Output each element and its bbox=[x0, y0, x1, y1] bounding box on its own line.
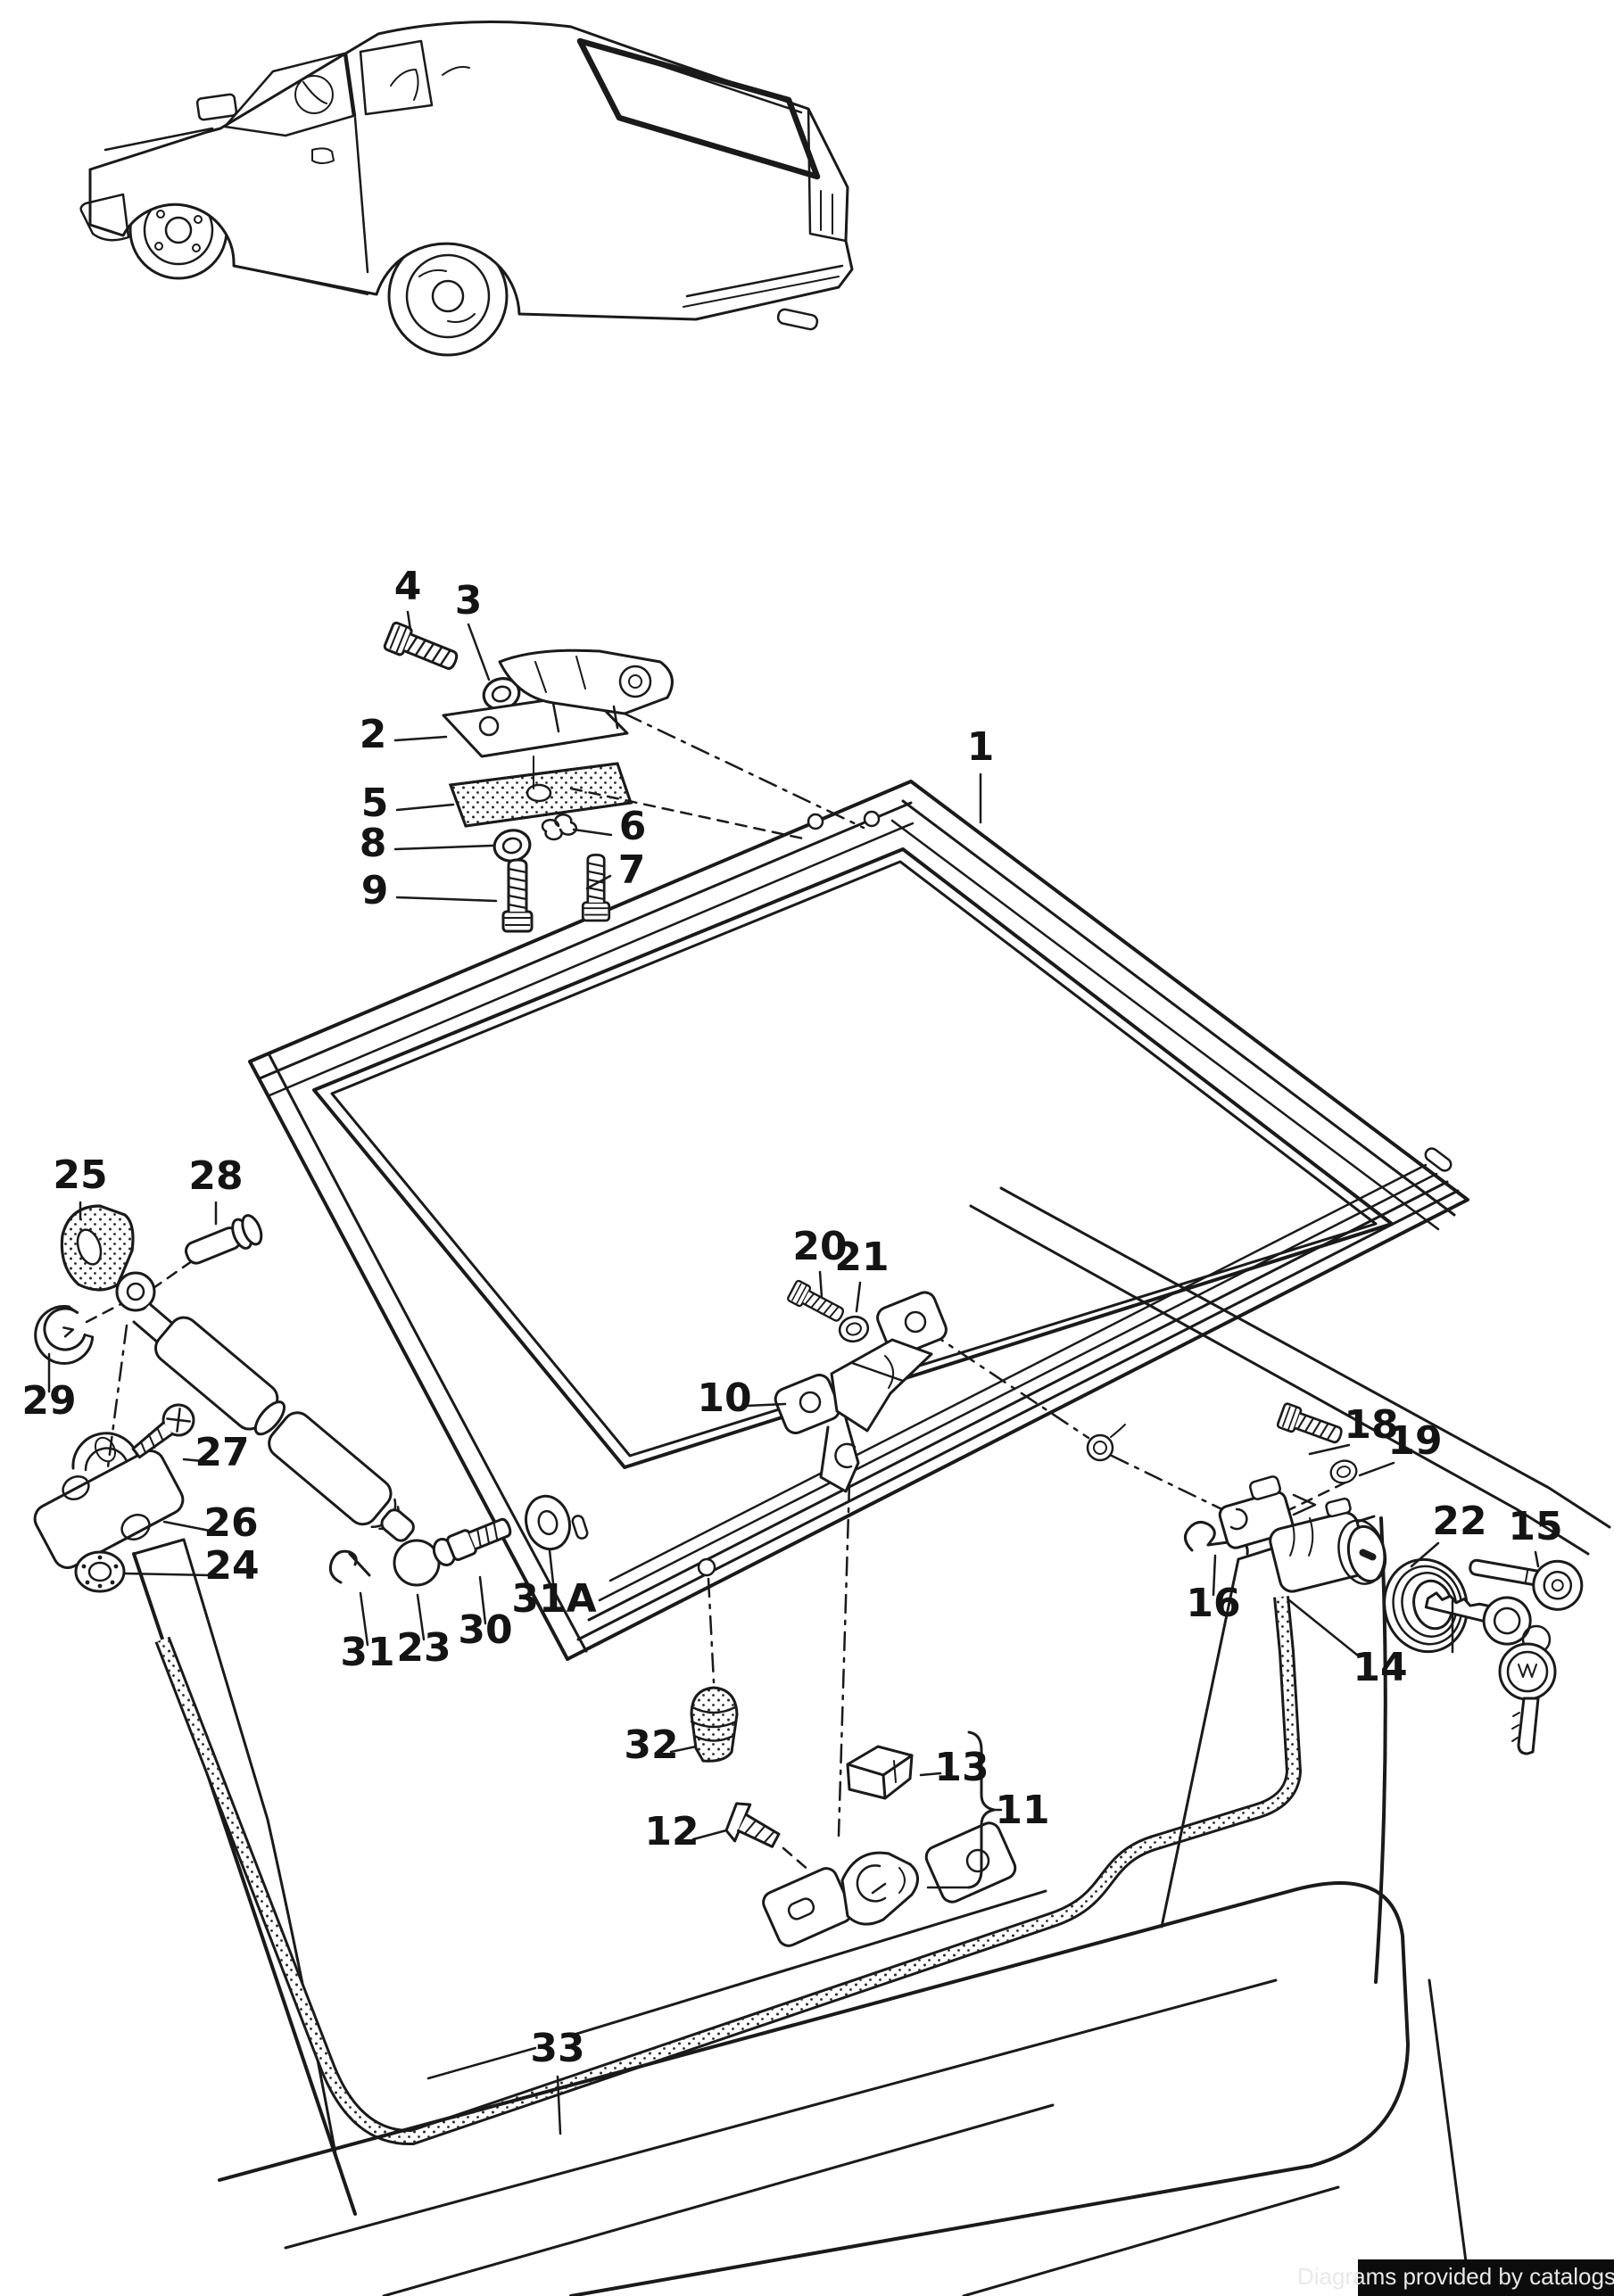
door-handle bbox=[311, 147, 335, 164]
part-callout-32: 32 bbox=[624, 1722, 678, 1768]
striker-wedge-13 bbox=[846, 1745, 914, 1800]
body-striker-hole bbox=[1086, 1424, 1126, 1462]
part-callout-28: 28 bbox=[188, 1153, 243, 1199]
screw-27 bbox=[131, 1403, 195, 1459]
part-callout-18: 18 bbox=[1344, 1402, 1398, 1448]
body-aperture bbox=[132, 1186, 1611, 2296]
part-callout-29: 29 bbox=[21, 1378, 76, 1424]
lock-bolt-18 bbox=[1275, 1401, 1346, 1449]
sail-slot bbox=[571, 1515, 589, 1540]
hinge-pad-5 bbox=[448, 756, 633, 828]
washer-31A bbox=[525, 1494, 571, 1551]
hook-31 bbox=[328, 1549, 371, 1584]
c-clip-29 bbox=[34, 1305, 95, 1365]
latch-10 bbox=[774, 1291, 948, 1493]
leader-lines bbox=[47, 610, 1540, 2135]
buffer-hole bbox=[697, 1557, 716, 1577]
shim-6 bbox=[541, 814, 578, 841]
grommet-24 bbox=[74, 1550, 126, 1593]
hinge-hole-right bbox=[863, 810, 881, 828]
watermark-background bbox=[1358, 2259, 1614, 2296]
part-callout-33: 33 bbox=[530, 2026, 584, 2071]
keys-15 bbox=[1424, 1558, 1584, 1755]
gas-strut-assembly bbox=[33, 1204, 571, 1593]
hinge-2 bbox=[442, 648, 674, 758]
part-callout-26: 26 bbox=[203, 1500, 258, 1546]
tailgate-frame bbox=[248, 780, 1469, 1661]
strut-bracket-26 bbox=[33, 1432, 185, 1569]
part-callout-27: 27 bbox=[195, 1430, 249, 1475]
corner-slot bbox=[1424, 1147, 1453, 1172]
rear-side-window bbox=[359, 39, 434, 116]
part-callout-31: 31 bbox=[340, 1630, 394, 1675]
key-fob bbox=[1498, 1642, 1557, 1755]
socket-screw-30 bbox=[432, 1517, 512, 1567]
lock-cylinder bbox=[1218, 1475, 1387, 1593]
part-callout-25: 25 bbox=[53, 1152, 107, 1198]
part-callout-4: 4 bbox=[394, 564, 422, 609]
exhaust-tip bbox=[776, 308, 819, 331]
watermark-text: Diagrams provided by catalogs parts bbox=[1297, 2263, 1614, 2290]
hinge-assembly bbox=[382, 620, 674, 933]
aperture-seal bbox=[154, 1596, 1303, 2146]
ball-stud-23 bbox=[393, 1539, 441, 1587]
hinge-bolt-4 bbox=[382, 620, 462, 677]
part-callout-8: 8 bbox=[360, 821, 387, 866]
car-body-outline bbox=[88, 21, 854, 321]
lock-washer-19 bbox=[1327, 1457, 1361, 1487]
part-callout-30: 30 bbox=[458, 1607, 512, 1653]
part-callout-14: 14 bbox=[1353, 1645, 1407, 1690]
tail-panel bbox=[807, 107, 849, 243]
latch-screw-20 bbox=[785, 1278, 848, 1327]
part-callout-9: 9 bbox=[361, 868, 389, 913]
lock-assembly bbox=[1184, 1401, 1584, 1755]
part-callout-21: 21 bbox=[834, 1235, 889, 1280]
part-callout-2: 2 bbox=[360, 712, 387, 757]
part-callout-16: 16 bbox=[1186, 1581, 1240, 1626]
front-side-window bbox=[223, 52, 355, 137]
bolt-9 bbox=[501, 858, 534, 933]
part-callout-10: 10 bbox=[697, 1375, 751, 1421]
part-callout-22: 22 bbox=[1432, 1499, 1486, 1544]
gas-strut bbox=[115, 1271, 415, 1542]
car-illustration bbox=[79, 21, 854, 357]
part-callout-6: 6 bbox=[619, 804, 647, 849]
striker-bracket bbox=[762, 1821, 1017, 1947]
latch-assembly bbox=[774, 1278, 948, 1493]
part-callout-11: 11 bbox=[995, 1788, 1049, 1833]
washer-8 bbox=[490, 825, 534, 866]
part-callout-3: 3 bbox=[455, 578, 483, 624]
part-callout-12: 12 bbox=[644, 1809, 699, 1854]
door-mirror bbox=[195, 93, 238, 121]
latch-washer-21 bbox=[835, 1312, 873, 1346]
part-callout-5: 5 bbox=[361, 780, 389, 826]
part-callout-24: 24 bbox=[204, 1543, 259, 1589]
part-callout-20: 20 bbox=[792, 1224, 847, 1269]
striker-assembly bbox=[690, 1686, 1017, 1947]
part-callout-19: 19 bbox=[1387, 1418, 1442, 1464]
part-callout-1: 1 bbox=[967, 724, 995, 770]
part-callout-23: 23 bbox=[396, 1625, 451, 1671]
hinge-hole-left bbox=[807, 813, 824, 830]
striker-screw-12 bbox=[724, 1802, 781, 1848]
part-callout-15: 15 bbox=[1508, 1504, 1562, 1549]
front-bumper bbox=[79, 193, 130, 242]
callout-labels: 1234567891011121314151618192021222324252… bbox=[21, 564, 1562, 2071]
clevis-pin-28 bbox=[185, 1214, 263, 1265]
axis-chevron bbox=[1292, 1493, 1317, 1516]
bumper-outline bbox=[218, 1881, 1410, 2296]
part-callout-31A: 31A bbox=[511, 1576, 596, 1622]
buffer-32 bbox=[690, 1686, 739, 1763]
part-callout-13: 13 bbox=[934, 1745, 989, 1790]
watermark-bar: Diagrams provided by catalogs parts bbox=[1297, 2259, 1614, 2296]
part-callout-7: 7 bbox=[618, 847, 646, 893]
